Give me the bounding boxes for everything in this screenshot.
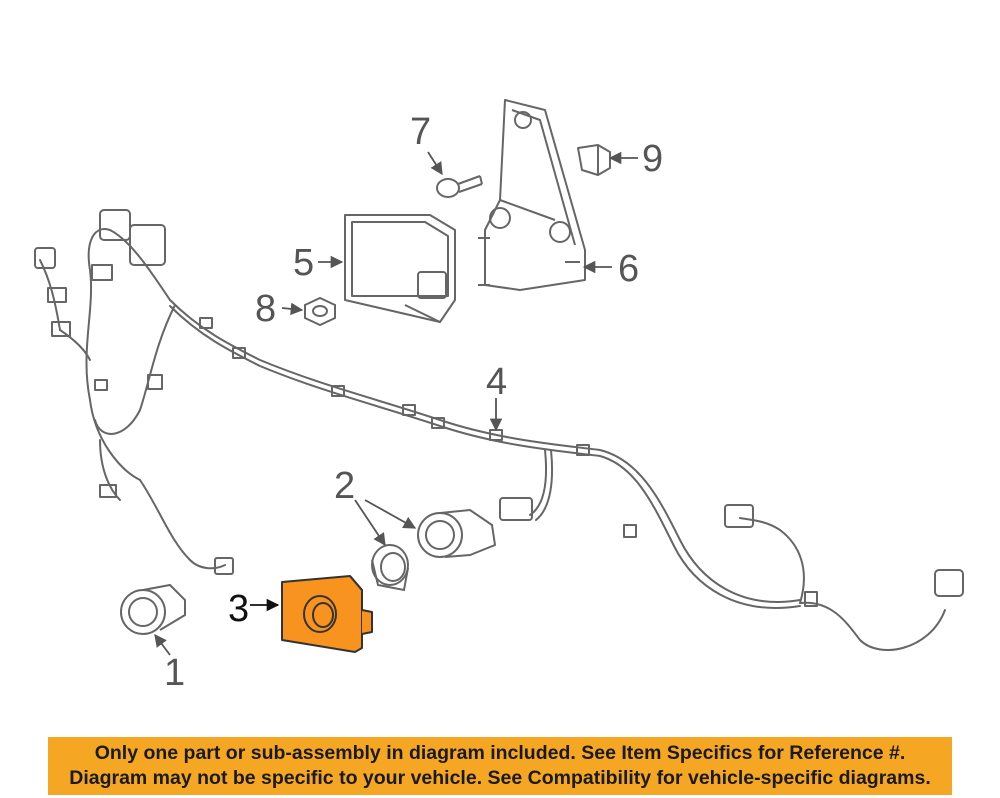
control-module (344, 214, 456, 323)
bezel-body (281, 575, 363, 653)
callout-9: 9 (642, 138, 664, 180)
callout-3: 3 (228, 588, 250, 630)
disclaimer-line-2: Diagram may not be specific to your vehi… (69, 767, 931, 789)
nut (304, 296, 336, 327)
sensor-part-1 (120, 583, 186, 635)
mounting-bracket (478, 99, 586, 291)
sensor-part-2 (371, 508, 497, 592)
parts-diagram (34, 99, 964, 656)
callout-6: 6 (618, 248, 640, 290)
leader-lines (154, 151, 638, 656)
wiring-harness (34, 209, 964, 651)
callout-4: 4 (486, 361, 508, 403)
bolt (436, 175, 483, 198)
disclaimer-banner: Only one part or sub-assembly in diagram… (48, 737, 952, 795)
callout-7: 7 (410, 111, 432, 153)
sensor-bezel-part-3 (281, 575, 373, 653)
retainer-clip (577, 144, 611, 176)
callout-5: 5 (293, 242, 315, 284)
callout-1: 1 (164, 652, 186, 694)
disclaimer-line-1: Only one part or sub-assembly in diagram… (94, 742, 906, 764)
callout-8: 8 (255, 288, 277, 330)
callout-2: 2 (334, 465, 356, 507)
